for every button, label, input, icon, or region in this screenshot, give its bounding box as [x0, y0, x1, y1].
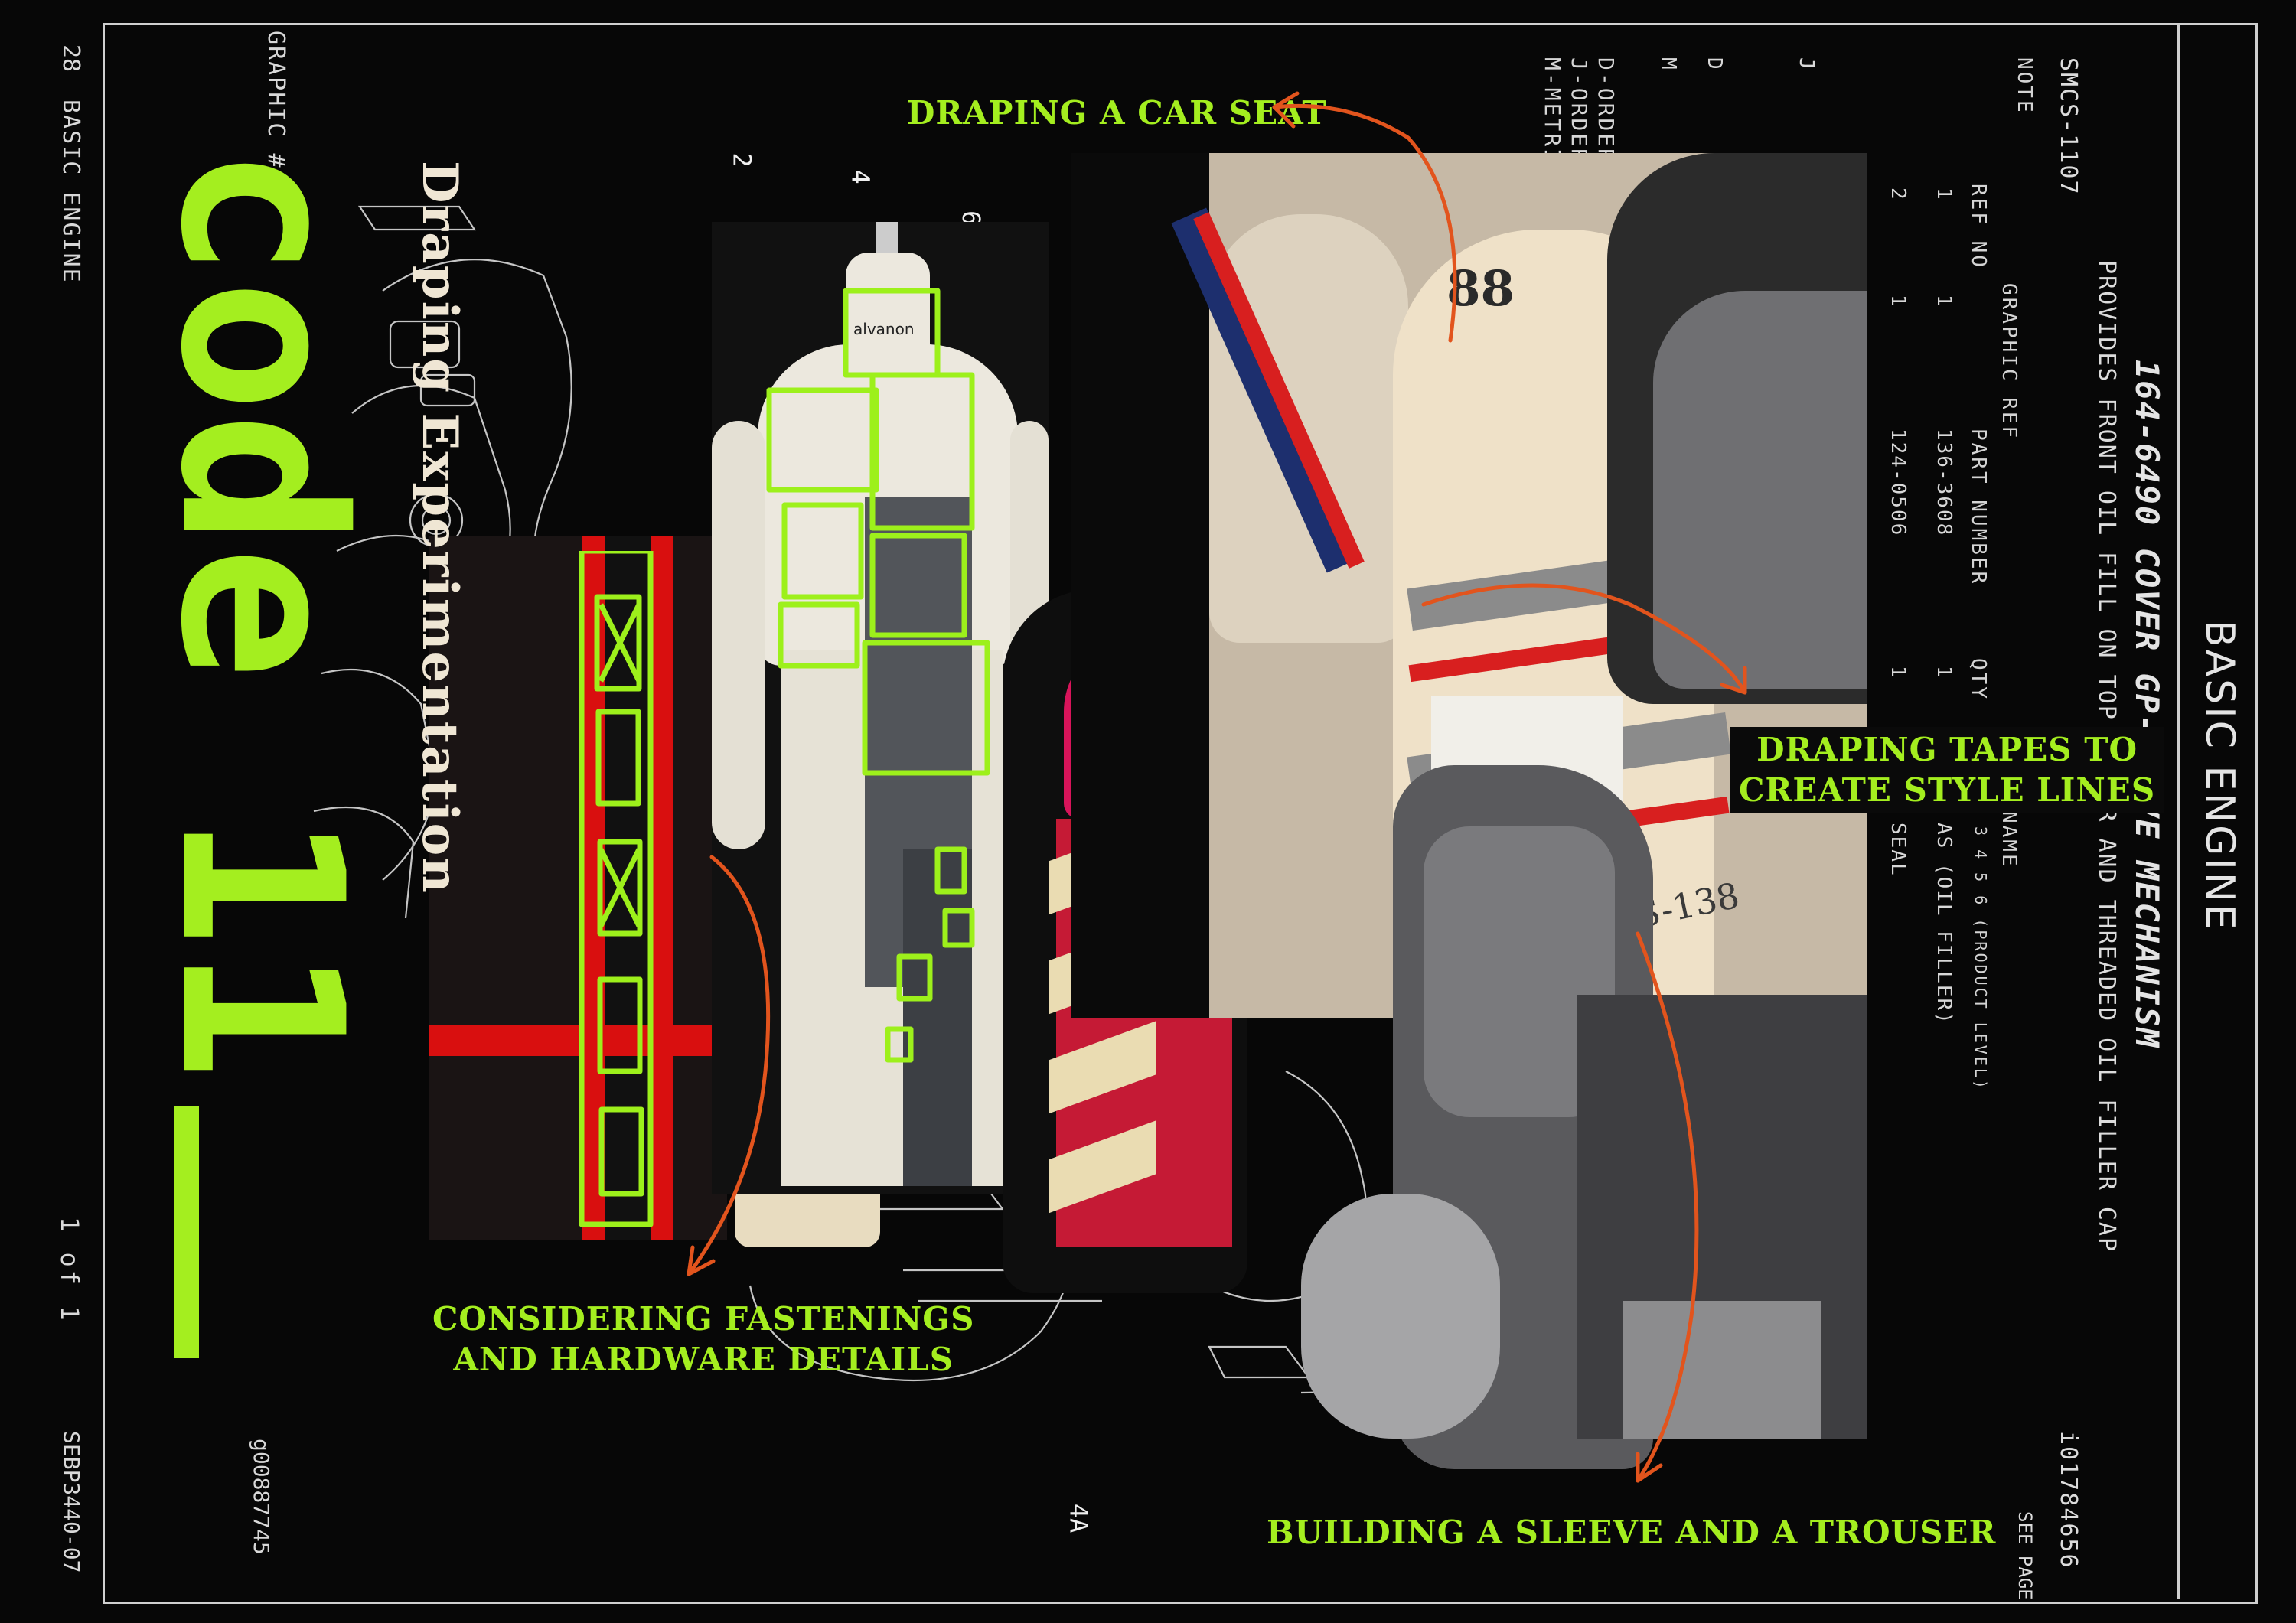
mannequin-sketch-boxes [766, 288, 990, 1063]
annotation-tapes: DRAPING TAPES TO CREATE STYLE LINES [1730, 727, 2165, 813]
sheet-inner-divider [2177, 23, 2180, 1599]
sleeve-trouser-photo [1301, 765, 1867, 1469]
annotation-fastenings-line2: AND HARDWARE DETAILS [453, 1340, 954, 1378]
annotation-tapes-line2: CREATE STYLE LINES [1739, 771, 2156, 809]
tape-sketch-boxes [579, 551, 654, 1227]
annotation-fastenings: CONSIDERING FASTENINGS AND HARDWARE DETA… [432, 1299, 974, 1380]
red-tape-panel-photo [429, 536, 727, 1240]
sheet-frame [103, 23, 2258, 1604]
annotation-tapes-line1: DRAPING TAPES TO [1756, 731, 2138, 768]
mannequin-brand-label: alvanon [853, 320, 915, 338]
title-bar [174, 1106, 199, 1358]
annotation-sleeve: BUILDING A SLEEVE AND A TROUSER [1267, 1514, 1997, 1551]
annotation-fastenings-line1: CONSIDERING FASTENINGS [432, 1300, 975, 1338]
annotation-car-seat: DRAPING A CAR SEAT [907, 94, 1327, 132]
form-number-label: 88 [1446, 260, 1515, 318]
